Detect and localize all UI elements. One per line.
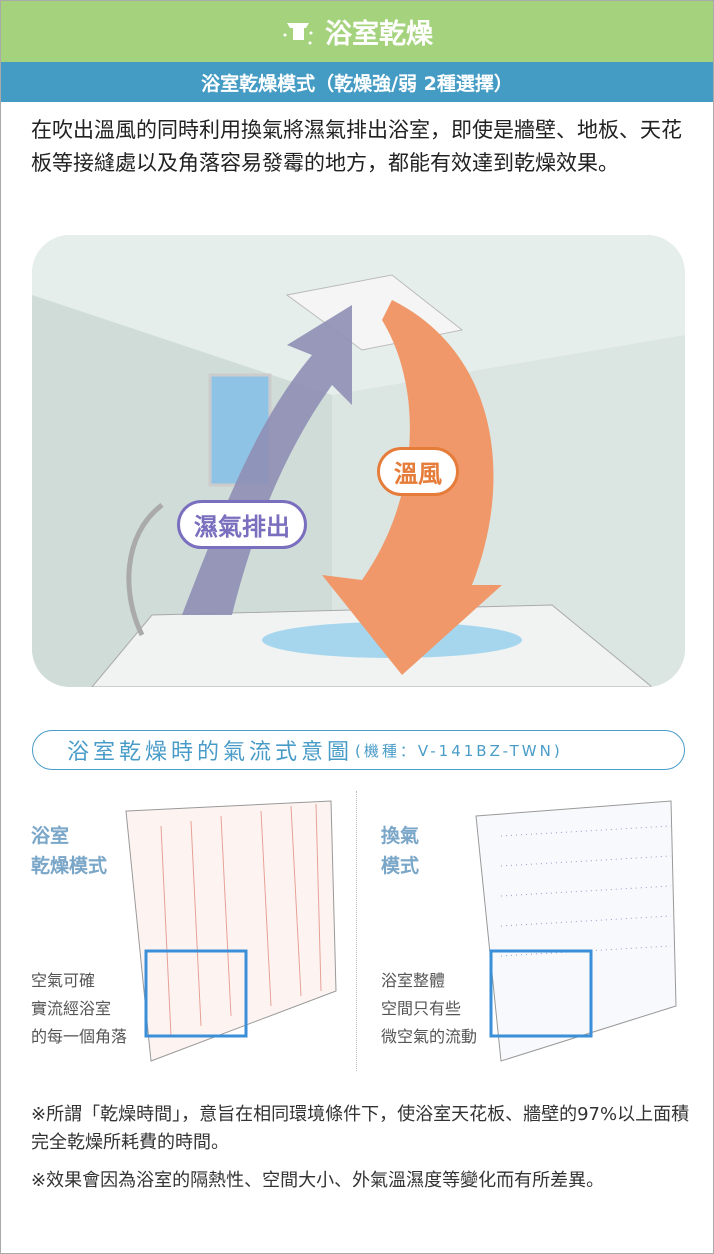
- mode-subtitle: 浴室乾燥模式（乾燥強/弱 2種選擇）: [1, 62, 713, 102]
- airflow-title-text: 浴室乾燥時的氣流式意圖: [67, 740, 354, 765]
- label-line: 浴室: [31, 825, 70, 847]
- desc-line: 空氣可確: [31, 971, 96, 990]
- label-line: 模式: [381, 855, 420, 877]
- drying-mode-label: 浴室乾燥模式: [31, 821, 107, 881]
- humidity-exhaust-label: 濕氣排出: [177, 500, 307, 549]
- bathroom-illustration: 溫風 濕氣排出: [32, 235, 685, 687]
- footnote: ※所謂「乾燥時間」，意旨在相同環境條件下，使浴室天花板、牆壁的97%以上面積完全…: [31, 1104, 690, 1153]
- section-title: 浴室乾燥: [325, 19, 433, 50]
- footnotes: ※所謂「乾燥時間」，意旨在相同環境條件下，使浴室天花板、牆壁的97%以上面積完全…: [31, 1101, 691, 1205]
- label-line: 乾燥模式: [31, 855, 108, 877]
- ventilation-mode-label: 換氣模式: [381, 821, 419, 881]
- desc-line: 實流經浴室: [31, 999, 112, 1018]
- drying-mode-desc: 空氣可確實流經浴室的每一個角落: [31, 967, 127, 1051]
- warm-air-label: 溫風: [377, 447, 459, 496]
- desc-line: 浴室整體: [381, 971, 446, 990]
- footnote: ※效果會因為浴室的隔熱性、空間大小、外氣溫濕度等變化而有所差異。: [31, 1170, 605, 1191]
- ventilation-mode-desc: 浴室整體空間只有些微空氣的流動: [381, 967, 477, 1051]
- desc-line: 空間只有些: [381, 999, 462, 1018]
- label-line: 換氣: [381, 825, 420, 847]
- ventilation-airflow-diagram: [475, 800, 677, 1062]
- desc-line: 的每一個角落: [31, 1027, 128, 1046]
- airflow-title: 浴室乾燥時的氣流式意圖(機種：V-141BZ-TWN): [32, 730, 685, 770]
- model-number: (機種：V-141BZ-TWN): [355, 741, 563, 760]
- section-header: 浴室乾燥: [1, 1, 713, 62]
- intro-text: 在吹出溫風的同時利用換氣將濕氣排出浴室，即使是牆壁、地板、天花板等接縫處以及角落…: [31, 118, 682, 175]
- dryer-icon: [283, 22, 313, 44]
- drying-airflow-diagram: [125, 800, 337, 1062]
- desc-line: 微空氣的流動: [381, 1027, 478, 1046]
